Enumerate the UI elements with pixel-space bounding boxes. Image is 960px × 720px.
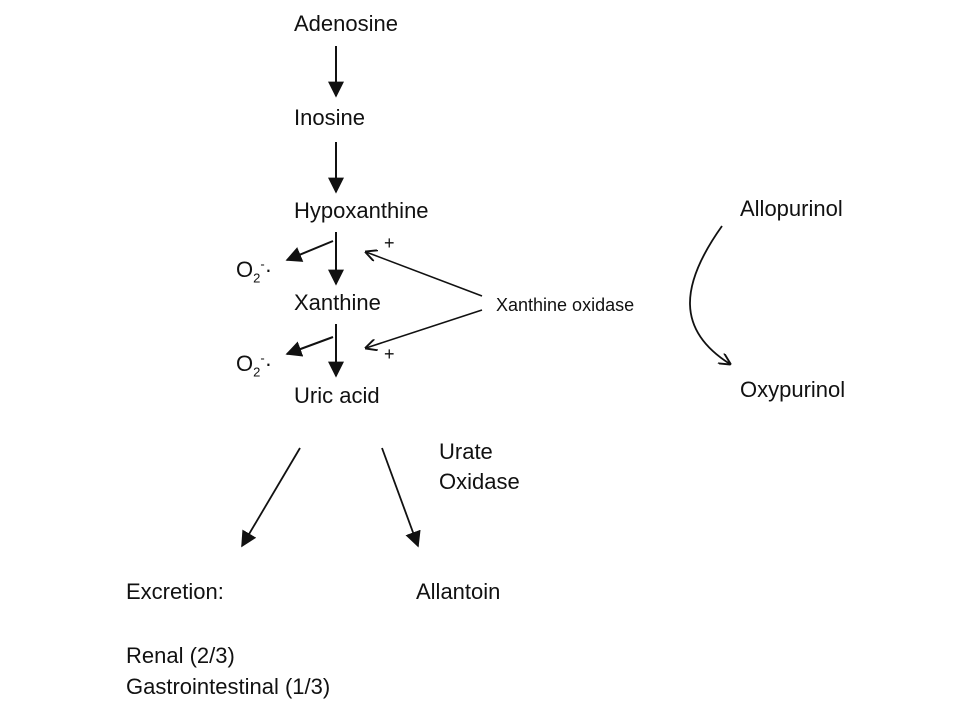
label-inosine: Inosine [294,105,365,130]
label-hypoxanthine: Hypoxanthine [294,198,429,223]
superoxide-superscript: - [260,256,265,272]
superoxide-subscript: 2 [253,364,261,380]
superoxide-o: O [236,351,254,376]
label-allopurinol: Allopurinol [740,196,843,221]
label-gastrointestinal: Gastrointestinal (1/3) [126,674,331,699]
superoxide-subscript: 2 [253,270,261,286]
arrow-uric-acid-to-excretion [241,447,301,548]
label-renal: Renal (2/3) [126,643,235,668]
label-allantoin: Allantoin [416,579,501,604]
arrow-superoxide-branch-1 [285,240,334,262]
label-excretion-heading: Excretion: [126,579,224,604]
arrow-uric-acid-to-allantoin [381,447,421,548]
plus-sign-2: + [384,344,395,364]
superoxide-dot: · [264,257,273,282]
superoxide-o: O [236,257,254,282]
superoxide-dot: · [264,351,273,376]
arrow-xanthine-oxidase-to-step-1 [366,252,483,297]
label-superoxide-1: O2-· [236,256,273,286]
arrow-xanthine-oxidase-to-step-2 [366,309,483,348]
label-superoxide-2: O2-· [236,350,273,380]
label-uric-acid: Uric acid [294,383,380,408]
label-xanthine: Xanthine [294,290,381,315]
superoxide-superscript: - [260,350,265,366]
plus-sign-1: + [384,233,395,253]
label-xanthine-oxidase: Xanthine oxidase [496,295,635,315]
label-adenosine: Adenosine [294,11,398,36]
label-urate-oxidase-line2: Oxidase [439,469,520,494]
label-urate-oxidase-line1: Urate [439,439,493,464]
arrow-superoxide-branch-2 [285,336,334,357]
arrow-allopurinol-to-oxypurinol [689,225,730,364]
label-oxypurinol: Oxypurinol [740,377,846,402]
